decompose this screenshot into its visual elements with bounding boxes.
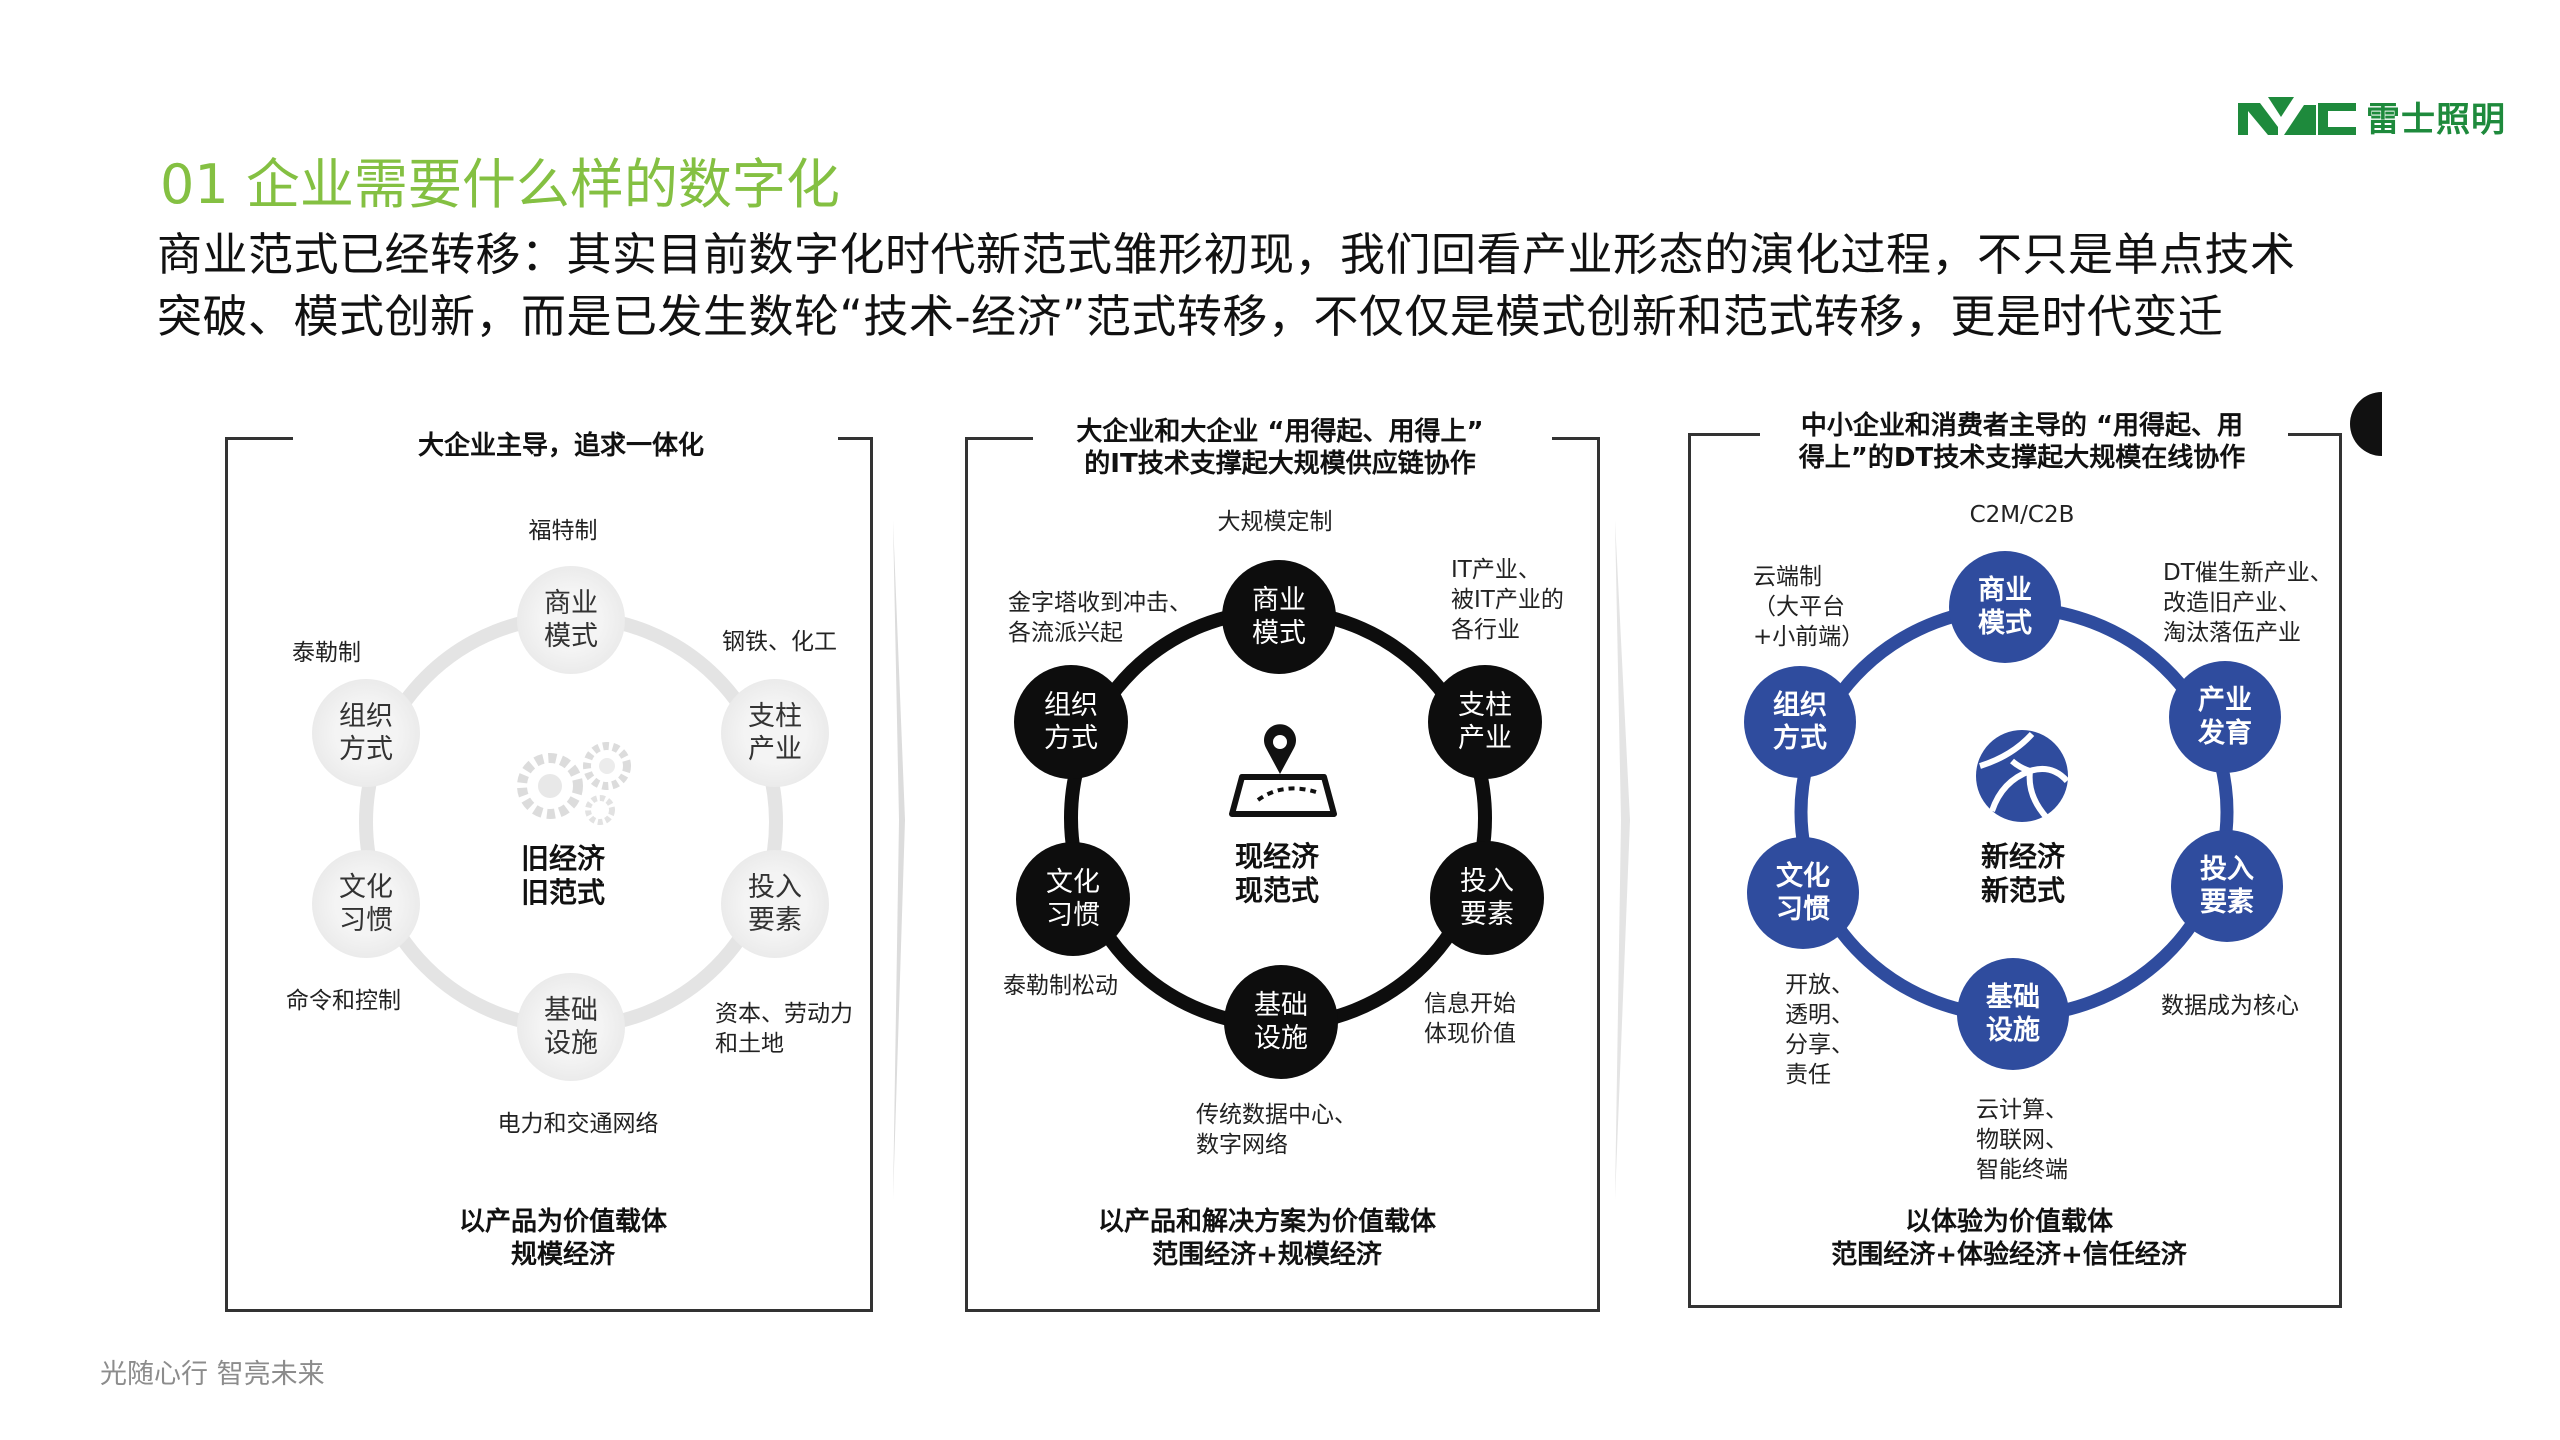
node-organization: 组织 方式 [1014, 665, 1128, 779]
annotation-bottom: 云计算、 物联网、 智能终端 [1976, 1097, 2068, 1183]
gears-icon [517, 742, 631, 825]
annotation-top: 大规模定制 [1217, 509, 1333, 535]
node-industry-development: 产业 发育 [2169, 661, 2281, 773]
annotation-top: 福特制 [528, 518, 598, 544]
node-pillar-industry: 支柱 产业 [721, 679, 829, 787]
annotation-lower-right: 数据成为核心 [2161, 993, 2299, 1019]
center-label: 旧经济 旧范式 [520, 842, 606, 909]
border-segment [965, 437, 1033, 440]
annotation-lower-left: 开放、 透明、 分享、 责任 [1785, 972, 1854, 1088]
annotation-upper-right: IT产业、 被IT产业的 各行业 [1451, 557, 1564, 643]
node-organization: 组织 方式 [312, 679, 420, 787]
panel-current-economy [965, 437, 1600, 1312]
node-infrastructure: 基础 设施 [517, 973, 625, 1081]
annotation-lower-right: 信息开始 体现价值 [1424, 991, 1516, 1047]
annotation-lower-left: 命令和控制 [286, 988, 401, 1014]
footer-slogan: 光随心行 智亮未来 [100, 1359, 325, 1390]
annotation-upper-right: 钢铁、化工 [722, 629, 837, 655]
border-segment [838, 437, 873, 440]
separator-arrow [893, 520, 905, 1200]
panel-title: 中小企业和消费者主导的 “用得起、用 得上”的DT技术支撑起大规模在线协作 [1798, 411, 2246, 473]
border-segment [2288, 433, 2342, 436]
center-label: 现经济 现范式 [1234, 840, 1320, 907]
panel-new-economy [1688, 433, 2342, 1308]
annotation-bottom: 传统数据中心、 数字网络 [1196, 1102, 1357, 1158]
separator-arrow [1615, 520, 1630, 1200]
node-input-factors: 投入 要素 [1430, 841, 1544, 955]
node-input-factors: 投入 要素 [721, 850, 829, 958]
center-label: 新经济 新范式 [1980, 840, 2066, 907]
node-pillar-industry: 支柱 产业 [1428, 665, 1542, 779]
nvc-logo-icon [2238, 96, 2356, 135]
panel-summary: 以产品为价值载体 规模经济 [458, 1207, 668, 1270]
node-business-model: 商业 模式 [1949, 551, 2061, 663]
node-input-factors: 投入 要素 [2171, 830, 2283, 942]
node-culture-habits: 文化 习惯 [1747, 837, 1859, 949]
panel-old-economy [225, 437, 873, 1312]
annotation-bottom: 电力和交通网络 [497, 1111, 659, 1137]
slide-title: 01 企业需要什么样的数字化 [160, 153, 840, 216]
node-culture-habits: 文化 习惯 [1016, 842, 1130, 956]
map-pin-icon [1229, 724, 1337, 817]
body-text-line-1: 商业范式已经转移：其实目前数字化时代新范式雏形初现，我们回看产业形态的演化过程，… [157, 228, 2296, 281]
annotation-lower-left: 泰勒制松动 [1003, 973, 1118, 999]
border-segment [1688, 433, 1760, 436]
node-infrastructure: 基础 设施 [1224, 965, 1338, 1079]
logo-text: 雷士照明 [2366, 100, 2506, 140]
panel-title: 大企业和大企业 “用得起、用得上” 的IT技术支撑起大规模供应链协作 [1076, 417, 1484, 479]
annotation-lower-right: 资本、劳动力 和土地 [715, 1001, 853, 1057]
corner-circle-fragment [2350, 392, 2382, 456]
panel-summary: 以体验为价值载体 范围经济+体验经济+信任经济 [1831, 1207, 2187, 1270]
annotation-upper-left: 金字塔收到冲击、 各流派兴起 [1008, 590, 1192, 646]
annotation-upper-right: DT催生新产业、 改造旧产业、 淘汰落伍产业 [2163, 560, 2333, 646]
globe-network-icon [1976, 730, 2070, 822]
node-infrastructure: 基础 设施 [1957, 958, 2069, 1070]
annotation-top: C2M/C2B [1969, 502, 2075, 528]
node-business-model: 商业 模式 [517, 566, 625, 674]
annotation-upper-left: 泰勒制 [292, 640, 361, 666]
panel-title: 大企业主导，追求一体化 [417, 431, 705, 461]
node-business-model: 商业 模式 [1222, 560, 1336, 674]
node-culture-habits: 文化 习惯 [312, 850, 420, 958]
node-organization: 组织 方式 [1744, 666, 1856, 778]
annotation-upper-left: 云端制 （大平台 +小前端） [1753, 564, 1865, 650]
body-text-line-2: 突破、模式创新，而是已发生数轮“技术-经济”范式转移，不仅仅是模式创新和范式转移… [157, 290, 2224, 343]
panel-summary: 以产品和解决方案为价值载体 范围经济+规模经济 [1097, 1207, 1437, 1270]
border-segment [1552, 437, 1600, 440]
company-logo: 雷士照明 [2238, 92, 2506, 141]
border-segment [225, 437, 293, 440]
